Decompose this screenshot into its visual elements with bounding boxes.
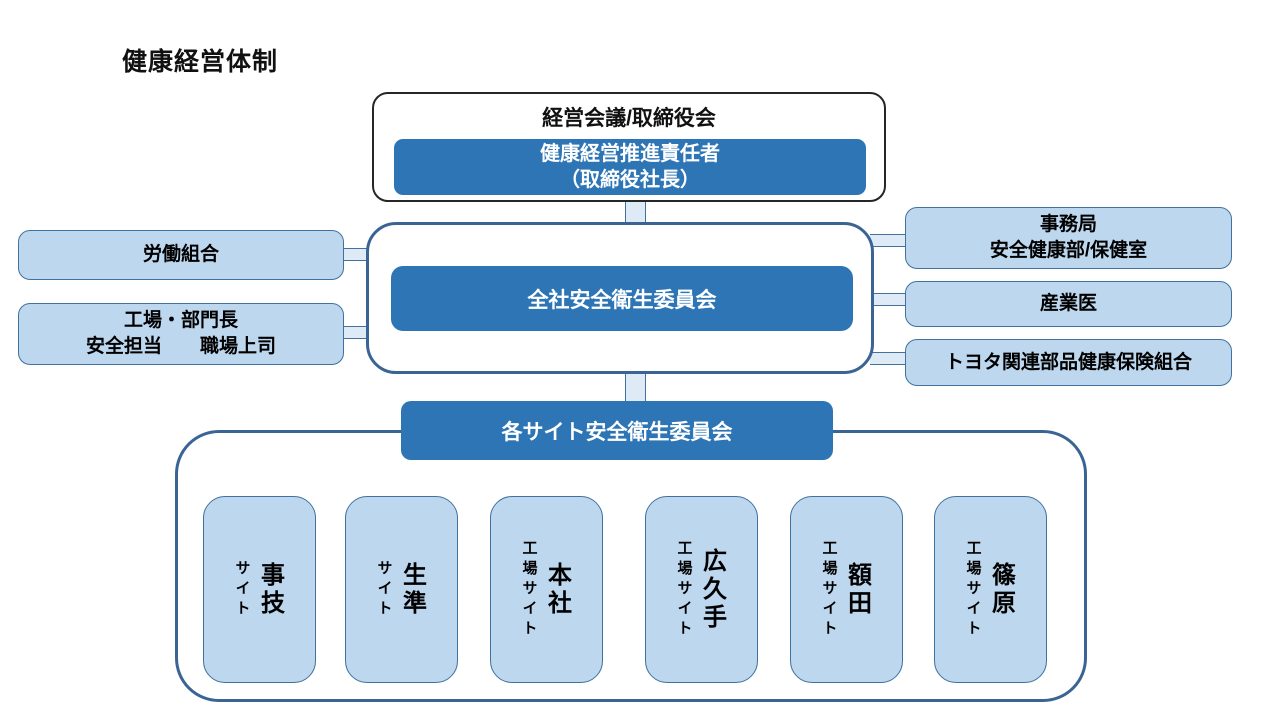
site-name: 篠原 (987, 561, 1015, 618)
connector-physician (870, 293, 909, 306)
company-safety-committee-frame: 全社安全衛生委員会 (366, 222, 874, 374)
site-suffix: サイト (375, 559, 393, 620)
connector-insurance-union (870, 352, 909, 365)
site-committee-header: 各サイト安全衛生委員会 (401, 401, 833, 460)
site-suffix: サイト (233, 559, 251, 620)
health-insurance-union-label: トヨタ関連部品健康保険組合 (944, 351, 1192, 373)
secretariat-box: 事務局 安全健康部/保健室 (905, 207, 1232, 269)
health-promotion-officer-line1: 健康経営推進責任者 (540, 143, 720, 165)
site-suffix: 工場サイト (820, 539, 838, 640)
site-box-jigi: 事技 サイト (203, 496, 316, 683)
site-suffix: 工場サイト (675, 539, 693, 640)
connector-central-to-sites (625, 371, 646, 404)
connector-plant-managers (340, 326, 370, 339)
site-name: 広久手 (698, 547, 726, 632)
connector-secretariat (870, 234, 909, 247)
site-name: 事技 (256, 561, 284, 618)
plant-managers-line1: 工場・部門長 (123, 310, 238, 331)
executive-board-label: 経営会議/取締役会 (542, 107, 716, 130)
company-safety-committee-box: 全社安全衛生委員会 (391, 266, 853, 331)
site-suffix: 工場サイト (964, 539, 982, 640)
site-box-hirokute: 広久手 工場サイト (645, 496, 758, 683)
executive-board-frame: 経営会議/取締役会 健康経営推進責任者 （取締役社長） (372, 92, 886, 202)
plant-managers-box: 工場・部門長 安全担当 職場上司 (18, 303, 344, 365)
labor-union-box: 労働組合 (18, 230, 344, 280)
health-promotion-officer-line2: （取締役社長） (560, 169, 700, 191)
site-box-honsha: 本社 工場サイト (490, 496, 603, 683)
site-box-nukata-text: 額田 工場サイト (819, 540, 875, 640)
site-box-jigi-text: 事技 サイト (232, 560, 288, 620)
occupational-physician-box: 産業医 (905, 281, 1232, 327)
secretariat-line2: 安全健康部/保健室 (989, 240, 1148, 261)
plant-managers-line2: 安全担当 職場上司 (85, 336, 276, 357)
connector-union (340, 248, 370, 261)
site-name: 額田 (843, 561, 871, 618)
site-box-honsha-text: 本社 工場サイト (519, 540, 575, 640)
secretariat-line1: 事務局 (1039, 214, 1097, 235)
site-box-nukata: 額田 工場サイト (790, 496, 903, 683)
site-name: 生準 (398, 561, 426, 618)
site-name: 本社 (543, 561, 571, 618)
site-box-shinohara: 篠原 工場サイト (934, 496, 1047, 683)
health-promotion-officer-box: 健康経営推進責任者 （取締役社長） (394, 139, 866, 195)
page-title: 健康経営体制 (122, 48, 279, 76)
labor-union-label: 労働組合 (142, 244, 219, 265)
health-insurance-union-box: トヨタ関連部品健康保険組合 (905, 339, 1232, 386)
site-box-seijun: 生準 サイト (345, 496, 458, 683)
site-suffix: 工場サイト (520, 539, 538, 640)
site-committee-header-label: 各サイト安全衛生委員会 (501, 420, 733, 444)
site-box-hirokute-text: 広久手 工場サイト (674, 540, 730, 640)
occupational-physician-label: 産業医 (1039, 293, 1097, 314)
site-box-shinohara-text: 篠原 工場サイト (963, 540, 1019, 640)
connector-top-to-central (625, 198, 646, 226)
site-box-seijun-text: 生準 サイト (374, 560, 430, 620)
company-safety-committee-label: 全社安全衛生委員会 (527, 288, 717, 312)
